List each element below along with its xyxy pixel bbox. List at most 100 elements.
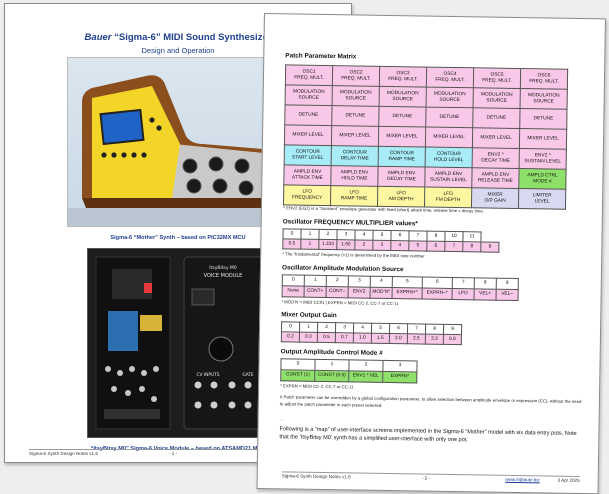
table-cell: 0.7: [335, 332, 354, 343]
ui-map-paragraph: Following is a “map” of user-interface s…: [279, 426, 577, 444]
footer-website-link[interactable]: www.mjbauer.biz: [505, 476, 540, 483]
footer-date: 3 Apr 2025: [557, 477, 580, 484]
table-cell: 3: [335, 322, 354, 333]
hash-footnote: # Patch parameter can be overridden by a…: [279, 394, 582, 408]
heading-patch-matrix: Patch Parameter Matrix: [285, 52, 357, 61]
caption-mother-synth: Sigma-6 “Mother” Synth – based on PIC32M…: [110, 235, 246, 241]
table-cell: EXPRN–*: [422, 288, 453, 300]
table-cell: 2: [354, 239, 373, 251]
table-cell: CONT–: [326, 286, 349, 298]
table-cell: 2: [348, 359, 384, 372]
table-cell: 0.2: [281, 331, 300, 343]
table-cell: 6: [389, 323, 408, 334]
table-cell: 2.0: [389, 333, 408, 344]
heading-output-amp-mode: Output Amplitude Control Mode #: [280, 348, 383, 357]
table-cell: 3: [382, 360, 418, 372]
document-title: Bauer “Sigma-6” MIDI Sound Synthesizer: [5, 32, 351, 43]
table-cell: MIXER LEVEL: [519, 128, 567, 150]
table-cell: LFO: [452, 288, 475, 300]
table-cell: 7: [452, 277, 475, 289]
table-cell: CONST (0.5): [314, 370, 349, 382]
table-cell: 1: [304, 275, 327, 287]
document-subtitle: Design and Operation: [141, 46, 215, 55]
table-cell: 9: [496, 278, 519, 290]
table-cell: 9: [443, 324, 462, 335]
table-cell: 1: [300, 239, 319, 250]
table-cell: 5: [392, 276, 423, 289]
synth-photo: [67, 57, 291, 227]
footer-doc-name: Sigma-6 Synth Design Notes v1.6: [29, 451, 98, 456]
ellipsis: …: [279, 416, 284, 422]
table-cell: 3.3: [425, 334, 444, 345]
amp-mod-footnote: * MOD’N = MIDI CC01 | EXPRN = MIDI CC-2,…: [281, 299, 399, 307]
table-cell: 1.5: [371, 333, 390, 344]
table-cell: DETUNE: [472, 107, 521, 129]
table-cell: 8: [462, 241, 481, 252]
table-cell: VEL–: [496, 289, 519, 301]
heading-mixer-gain: Mixer Output Gain: [281, 311, 337, 320]
table-cell: 1: [314, 359, 350, 371]
module-label-cv: CV INPUTS: [197, 372, 220, 378]
table-cell: 10: [444, 231, 464, 242]
voice-module-illustration: ItsyBitsy M0 VOICE MODULE CV INPUTS GATE: [95, 256, 263, 430]
table-cell: 8: [474, 277, 497, 290]
table-cell: 6: [426, 241, 445, 252]
table-cell: 3: [336, 229, 356, 240]
table-cell: 8: [425, 324, 444, 335]
footer-page-number: - 3 -: [421, 475, 430, 481]
table-cell: 9: [480, 241, 499, 253]
table-cell: MIXER LEVEL: [284, 124, 332, 146]
table-cell: 0: [281, 321, 300, 333]
heading-freq-multiplier: Oscillator FREQUENCY MULTIPLIER values*: [282, 218, 418, 228]
title-brand: Bauer: [84, 32, 112, 43]
table-cell: MIXER LEVEL: [472, 127, 520, 149]
table-cell: 1.50: [336, 239, 355, 250]
table-cell: 7: [408, 230, 428, 242]
module-label-top: ItsyBitsy M0: [209, 265, 237, 271]
table-cell: 2: [318, 229, 338, 240]
table-cell: 2: [317, 322, 336, 333]
table-cell: ENV2 ^DECAY TIME: [472, 147, 520, 169]
table-cell: ENV2 ^SUSTAIN LEVEL: [519, 148, 567, 170]
table-cell: 6: [422, 277, 453, 289]
table-cell: 5: [372, 230, 392, 241]
table-cell: 5.0: [443, 334, 462, 345]
table-cell: DETUNE: [331, 105, 380, 127]
table-cell: DETUNE: [425, 107, 474, 128]
footer-doc-name: Sigma-6 Synth Design Notes v1.6: [281, 473, 351, 480]
table-cell: 4: [354, 229, 374, 241]
voice-module-photo: ItsyBitsy M0 VOICE MODULE CV INPUTS GATE: [87, 248, 270, 438]
table-cell: CONT+: [304, 286, 327, 298]
table-cell: 0: [282, 228, 302, 240]
freq-footnote: * The “fundamental” frequency (×1) is de…: [282, 251, 425, 259]
